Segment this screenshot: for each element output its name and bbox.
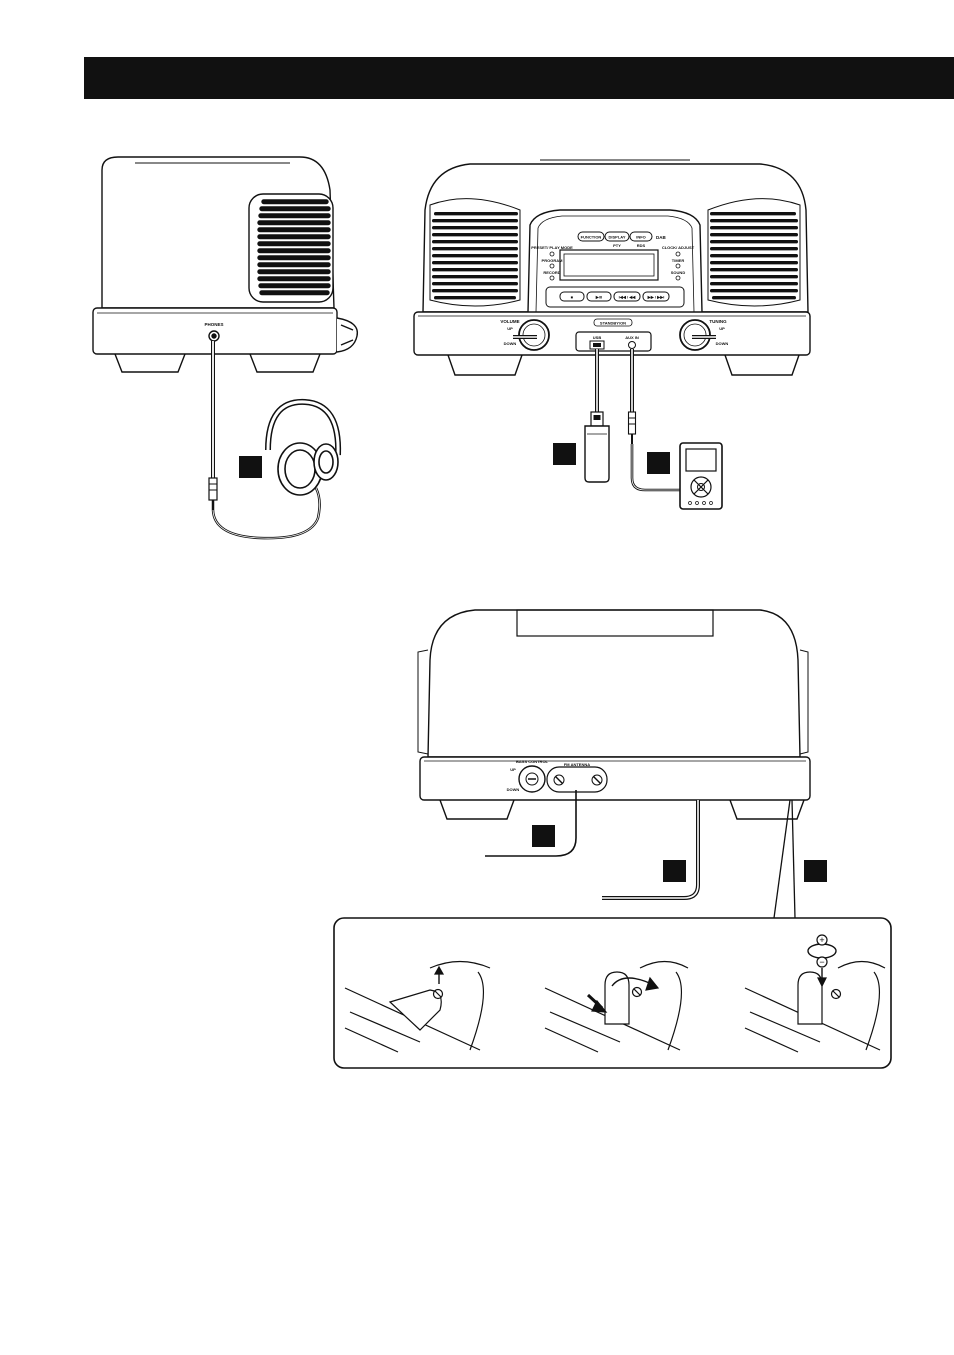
display-button-label: DISPLAY (609, 235, 626, 240)
step-marker-aux (647, 452, 670, 474)
pty-label: PTY (613, 243, 621, 248)
aux-in-label: AUX IN (625, 335, 639, 340)
battery-step-2 (544, 960, 689, 1053)
battery-minus-symbol: − (819, 957, 824, 967)
front-labels: FUNCTION DISPLAY INFO DAB PTY RDS PRESET… (500, 235, 728, 347)
side-grille (257, 199, 331, 296)
rds-label: RDS (637, 243, 646, 248)
play-pause-button-label: ▶/II (595, 295, 602, 300)
info-button-label: INFO (636, 235, 646, 240)
phones-jack-label: PHONES (204, 322, 223, 327)
aux-connection (627, 349, 723, 510)
front-view-unit (413, 159, 811, 376)
timer-label: TIMER (672, 258, 685, 263)
portable-player-icon (679, 442, 723, 510)
fm-antenna-label: FM ANTENNA (564, 762, 590, 767)
step-marker-usb (553, 443, 576, 465)
headphone-cable (208, 341, 321, 540)
battery-plus-symbol: + (819, 935, 824, 945)
section-title-bar (84, 57, 954, 99)
usb-stick-icon (584, 411, 610, 483)
preset-play-mode-label: PRESET/ PLAY MODE (531, 245, 573, 250)
stop-button-label: ■ (571, 295, 574, 300)
skip-forward-button-label: ▶▶ / ▶▶I (647, 295, 665, 300)
front-right-grille (710, 212, 798, 300)
side-view-unit (92, 156, 359, 373)
volume-down-label: DOWN (504, 341, 517, 346)
rear-labels: BASS CONTROL UP DOWN FM ANTENNA (507, 759, 591, 792)
standby-on-label: STANDBY/ON (600, 321, 626, 326)
sound-label: SOUND (671, 270, 686, 275)
step-marker-power (663, 860, 686, 882)
clock-adjust-label: CLOCK/ ADJUST (662, 245, 695, 250)
coin-battery-icon (807, 934, 837, 968)
usb-label: USB (593, 335, 602, 340)
dab-logo: DAB (656, 235, 666, 240)
bass-control-label: BASS CONTROL (516, 759, 549, 764)
tuning-down-label: DOWN (716, 341, 729, 346)
battery-step-1 (344, 960, 491, 1053)
usb-connection (584, 349, 610, 483)
step-marker-fm-antenna (532, 825, 555, 847)
rear-view-unit (417, 609, 811, 820)
fm-antenna-wire (485, 790, 577, 857)
front-left-grille (432, 212, 518, 300)
power-cord (602, 800, 700, 900)
program-label: PROGRAM (542, 258, 564, 263)
bass-down-label: DOWN (507, 787, 520, 792)
function-button-label: FUNCTION (581, 235, 602, 240)
step-marker-headphones (239, 456, 262, 478)
battery-step-3 (744, 934, 886, 1053)
tuning-up-label: UP (719, 326, 725, 331)
skip-back-button-label: I◀◀ / ◀◀ (619, 295, 637, 300)
volume-label: VOLUME (500, 319, 519, 324)
headphones-icon (265, 398, 342, 496)
volume-up-label: UP (507, 326, 513, 331)
step-marker-battery (804, 860, 827, 882)
record-label: RECORD (543, 270, 560, 275)
tuning-label: TUNING (709, 319, 727, 324)
bass-up-label: UP (510, 767, 516, 772)
